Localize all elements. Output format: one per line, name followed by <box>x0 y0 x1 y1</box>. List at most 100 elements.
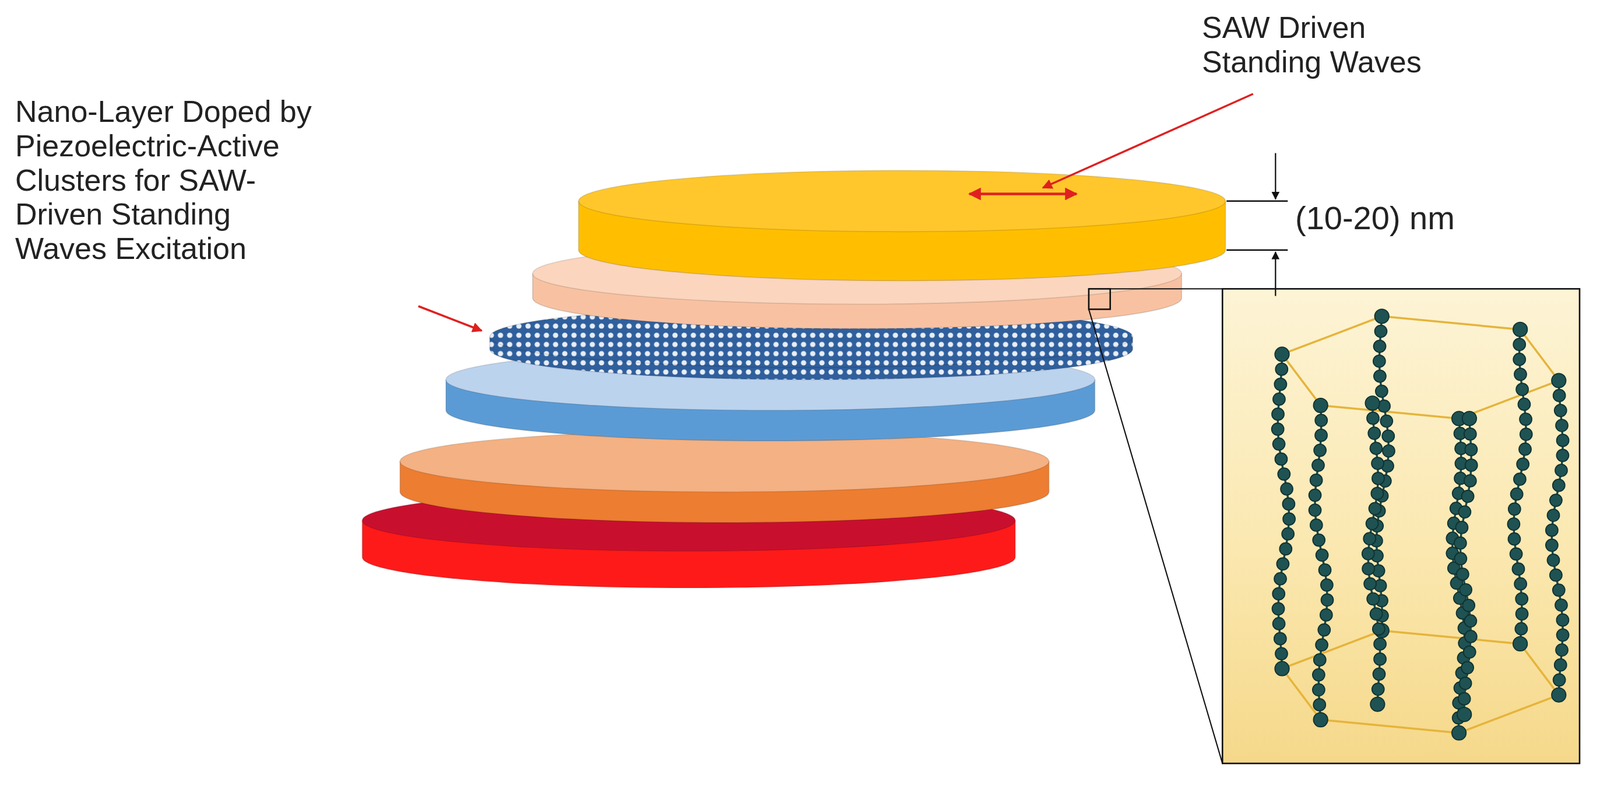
atom-bead <box>1382 429 1395 442</box>
atom-bead <box>1454 536 1467 550</box>
atom-bead <box>1375 384 1388 397</box>
atom-bead <box>1314 428 1328 442</box>
hexagonal-chain-structure <box>1271 308 1570 740</box>
atom-bead <box>1545 538 1559 551</box>
hexagon-outline <box>1282 315 1560 418</box>
dimension-label: (10-20) nm <box>1295 199 1587 237</box>
atom-bead <box>1458 505 1471 518</box>
atom-bead <box>1382 444 1395 457</box>
atom-bead <box>1464 614 1477 627</box>
atom-bead <box>1513 472 1526 485</box>
standing-wave-arrow <box>969 192 1077 195</box>
atom-bead <box>1520 427 1533 441</box>
atom-bead <box>1373 637 1387 650</box>
atom-bead <box>1464 427 1477 441</box>
atom-bead <box>1317 623 1331 636</box>
atom-bead <box>1363 532 1376 545</box>
zoom-square <box>1088 288 1111 309</box>
atom-bead <box>1271 422 1285 435</box>
atom-bead <box>1554 403 1567 417</box>
atom-bead <box>1464 474 1477 487</box>
atom-bead <box>1513 636 1528 652</box>
atom-bead <box>1275 646 1288 660</box>
dimension-arrow <box>1274 251 1276 296</box>
atom-bead <box>1519 412 1532 425</box>
atom-bead <box>1276 557 1289 570</box>
atom-bead <box>1273 617 1286 630</box>
atom-bead <box>1362 547 1375 560</box>
atom-bead <box>1454 551 1467 565</box>
saw-wave-label: SAW Driven Standing Waves <box>1201 10 1447 80</box>
atom-bead <box>1309 503 1322 516</box>
atom-bead <box>1320 578 1334 592</box>
inset-box <box>1222 288 1580 763</box>
atom-bead <box>1555 463 1568 477</box>
atom-bead <box>1320 608 1333 621</box>
leader-arrow <box>1042 93 1254 188</box>
disc-stack <box>361 170 1226 588</box>
atom-bead <box>1310 518 1323 532</box>
atom-bead <box>1368 426 1381 439</box>
atom-bead <box>1513 353 1526 366</box>
atom-bead <box>1312 683 1325 696</box>
atom-bead <box>1374 308 1389 324</box>
atom-bead <box>1461 660 1474 674</box>
atom-bead <box>1313 653 1327 666</box>
atom-bead <box>1465 458 1478 471</box>
atom-bead <box>1553 389 1566 402</box>
atom-bead <box>1312 533 1325 547</box>
atom-bead <box>1366 592 1380 605</box>
atom-bead <box>1463 645 1476 659</box>
dimension-arrow <box>1274 153 1276 200</box>
atom-bead <box>1274 572 1287 585</box>
atom-bead <box>1275 363 1288 376</box>
atom-bead <box>1555 419 1568 432</box>
atom-bead <box>1274 377 1287 390</box>
atom-bead <box>1514 367 1527 381</box>
atom-bead <box>1513 338 1526 351</box>
atom-bead <box>1313 444 1327 457</box>
atom-bead <box>1372 472 1385 485</box>
atom-bead <box>1510 547 1523 560</box>
atom-bead <box>1464 442 1478 456</box>
atom-bead <box>1459 583 1472 596</box>
atom-bead <box>1459 676 1472 689</box>
atom-bead <box>1373 370 1387 383</box>
atom-bead <box>1315 638 1328 651</box>
atom-bead <box>1555 598 1568 611</box>
atom-bead <box>1556 434 1570 447</box>
yellow-disc <box>578 170 1226 232</box>
atom-bead <box>1370 607 1383 620</box>
atom-bead <box>1549 493 1563 506</box>
atom-bead <box>1313 398 1328 413</box>
leader-arrow <box>418 306 483 331</box>
atom-bead <box>1273 392 1286 406</box>
atom-bead <box>1280 482 1293 495</box>
atom-bead <box>1507 517 1520 530</box>
atom-bead <box>1273 437 1286 450</box>
atom-bead <box>1510 487 1524 501</box>
atom-bead <box>1517 398 1531 411</box>
atom-bead <box>1368 502 1381 515</box>
atom-bead <box>1274 452 1287 466</box>
atom-bead <box>1272 602 1285 615</box>
atom-bead <box>1552 583 1566 596</box>
atom-bead <box>1556 613 1569 627</box>
atom-bead <box>1362 562 1375 575</box>
atom-bead <box>1457 707 1472 722</box>
atom-bead <box>1309 489 1322 502</box>
atom-bead <box>1282 512 1296 525</box>
nano-layer-label: Nano-Layer Doped by Piezoelectric-Active… <box>15 94 319 266</box>
atom-bead <box>1371 456 1384 470</box>
atom-bead <box>1556 628 1570 641</box>
atom-bead <box>1373 652 1387 666</box>
atom-bead <box>1461 490 1475 503</box>
atom-bead <box>1370 696 1385 712</box>
atom-bead <box>1553 673 1566 686</box>
atom-bead <box>1321 593 1334 606</box>
atom-bead <box>1366 517 1379 530</box>
atom-bead <box>1549 568 1563 582</box>
atom-bead <box>1516 607 1529 620</box>
atom-bead <box>1458 692 1471 705</box>
atom-bead <box>1312 458 1325 471</box>
